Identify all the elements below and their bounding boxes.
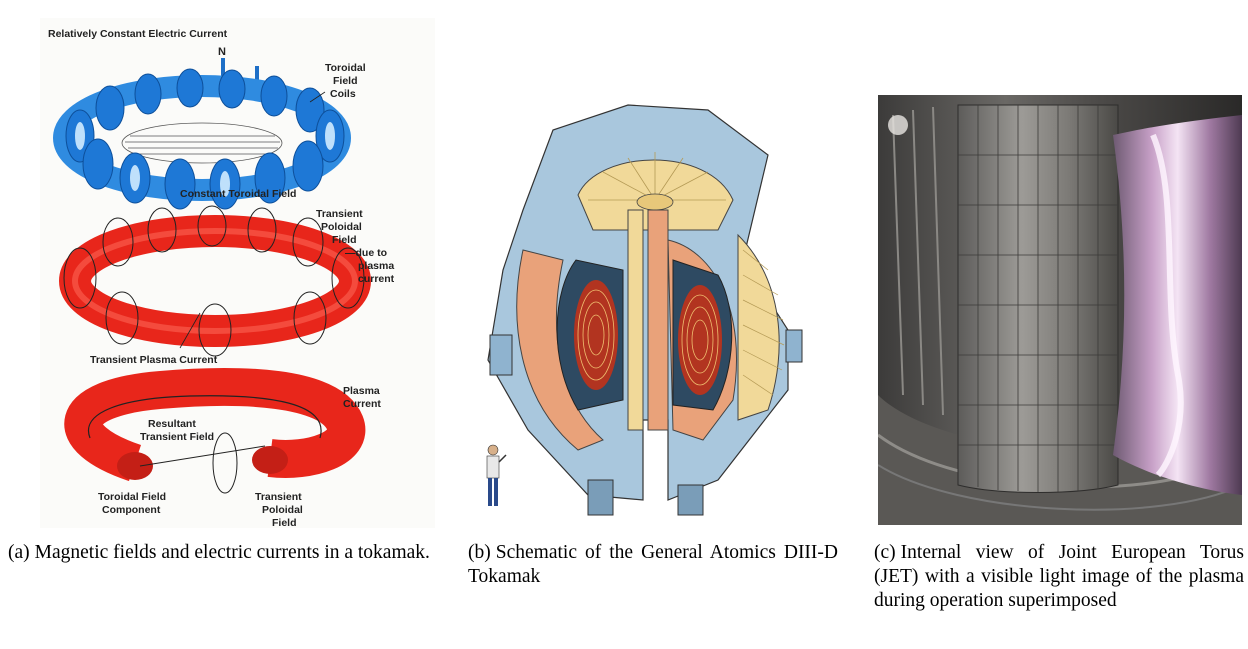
caption-a: (a)Magnetic fields and electric currents… [8,541,438,565]
label-transient-poloidal-2: Poloidal [321,221,362,233]
label-transient-poloidal-3: Field [332,234,357,246]
label-toroidal-coils-2: Field [333,75,358,87]
jet-interior-photo [878,95,1242,525]
diii-d-tokamak-schematic [468,100,813,520]
caption-b-text: Schematic of the General Atomics DIII-D … [468,542,838,587]
label-toroidal-component-1: Toroidal Field [98,491,166,503]
label-transient-poloidal2-3: Field [272,517,297,528]
label-resultant-2: Transient Field [140,431,214,443]
caption-c-tag: (c) [874,542,896,563]
cut-plasma-torus [83,387,346,493]
label-transient-poloidal-1: Transient [316,208,363,220]
caption-b: (b)Schematic of the General Atomics DIII… [468,541,838,589]
label-transient-poloidal2-1: Transient [255,491,302,503]
tokamak-fields-diagram: Relatively Constant Electric Current N [40,18,435,528]
label-constant-toroidal-field: Constant Toroidal Field [180,188,296,200]
label-toroidal-component-2: Component [102,504,161,516]
label-resultant-1: Resultant [148,418,196,430]
plasma-section-left [557,260,623,410]
label-transient-plasma-current: Transient Plasma Current [90,354,218,366]
label-n: N [218,46,226,58]
label-toroidal-coils-3: Coils [330,88,356,100]
label-due-to-2: plasma [358,260,394,272]
label-toroidal-coils-1: Toroidal [325,62,366,74]
caption-c: (c)Internal view of Joint European Torus… [874,541,1244,613]
person-scale-figure [487,445,506,506]
label-transient-poloidal2-2: Poloidal [262,504,303,516]
caption-b-tag: (b) [468,542,491,563]
caption-a-text: Magnetic fields and electric currents in… [35,542,430,563]
caption-a-tag: (a) [8,542,30,563]
label-due-to-3: current [358,273,395,285]
label-due-to-1: —due to [345,247,387,259]
label-relatively-constant-current: Relatively Constant Electric Current [48,28,228,40]
label-plasma-current-2: Current [343,398,381,410]
caption-c-text: Internal view of Joint European Torus (J… [874,542,1244,611]
label-plasma-current-1: Plasma [343,385,380,397]
plasma-torus [64,206,364,356]
